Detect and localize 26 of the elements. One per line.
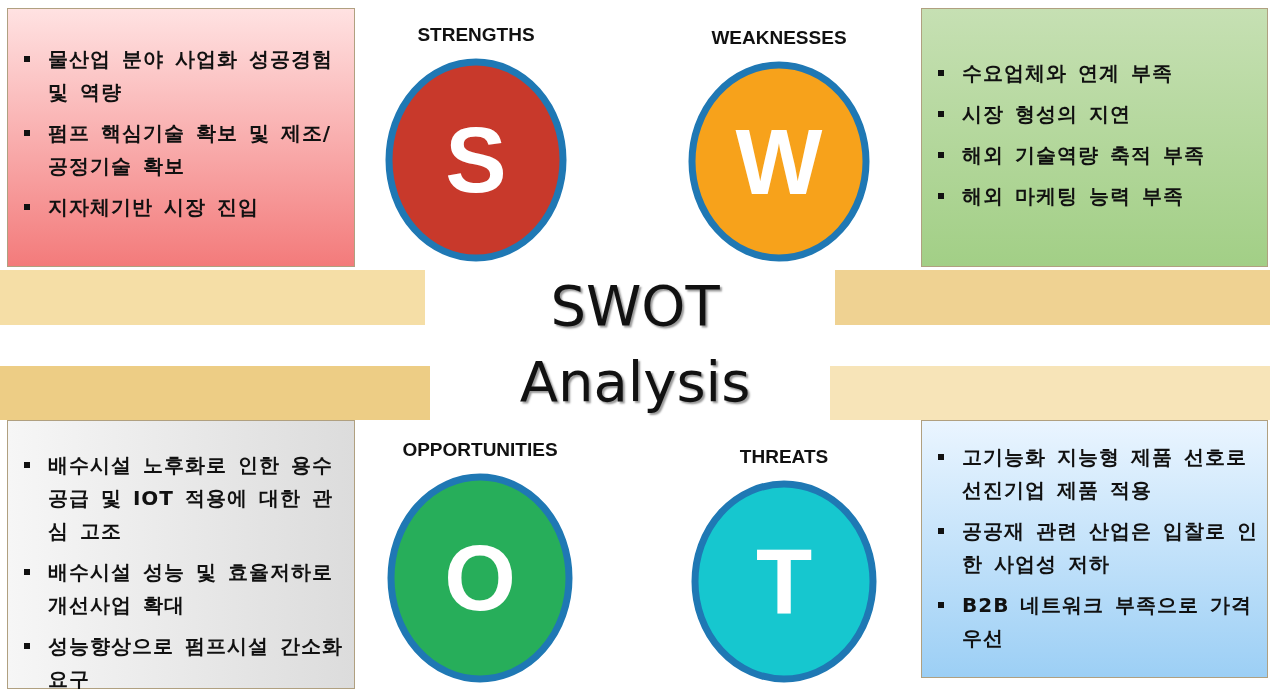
letter: O <box>443 532 517 624</box>
bullet-item: 시장 형성의 지연 <box>922 98 1255 131</box>
text-panel <box>7 420 355 689</box>
title: SWOT Analysis <box>518 272 752 416</box>
bullet-item: B2B 네트워크 부족으로 가격 우선 <box>922 589 1259 655</box>
heading: STRENGTHS <box>416 24 536 46</box>
bullet-item: 공공재 관련 산업은 입찰로 인한 사업성 저하 <box>922 515 1259 581</box>
bullet-item: 해외 마케팅 능력 부족 <box>922 180 1255 213</box>
bullet-item: 배수시설 노후화로 인한 용수공급 및 IOT 적용에 대한 관심 고조 <box>8 449 346 548</box>
text-panel <box>921 420 1268 678</box>
bullet-item: 펌프 핵심기술 확보 및 제조/공정기술 확보 <box>8 117 342 183</box>
letter: W <box>734 115 824 208</box>
heading: THREATS <box>738 446 830 468</box>
letter: S <box>444 114 508 206</box>
bullet-item: 지자체기반 시장 진입 <box>8 191 342 224</box>
bullet-item: 배수시설 성능 및 효율저하로 개선사업 확대 <box>8 556 346 622</box>
text-panel <box>921 8 1268 267</box>
bullet-item: 성능향상으로 펌프시설 간소화 요구 <box>8 630 346 689</box>
bullet-item: 물산업 분야 사업화 성공경험 및 역량 <box>8 43 342 109</box>
bullet-item: 수요업체와 연계 부족 <box>922 57 1255 90</box>
heading: OPPORTUNITIES <box>401 439 559 461</box>
text-panel <box>7 8 355 267</box>
heading: WEAKNESSES <box>710 27 848 49</box>
letter: T <box>754 535 814 628</box>
bullet-item: 해외 기술역량 축적 부족 <box>922 139 1255 172</box>
bullet-item: 고기능화 지능형 제품 선호로 선진기업 제품 적용 <box>922 441 1259 507</box>
